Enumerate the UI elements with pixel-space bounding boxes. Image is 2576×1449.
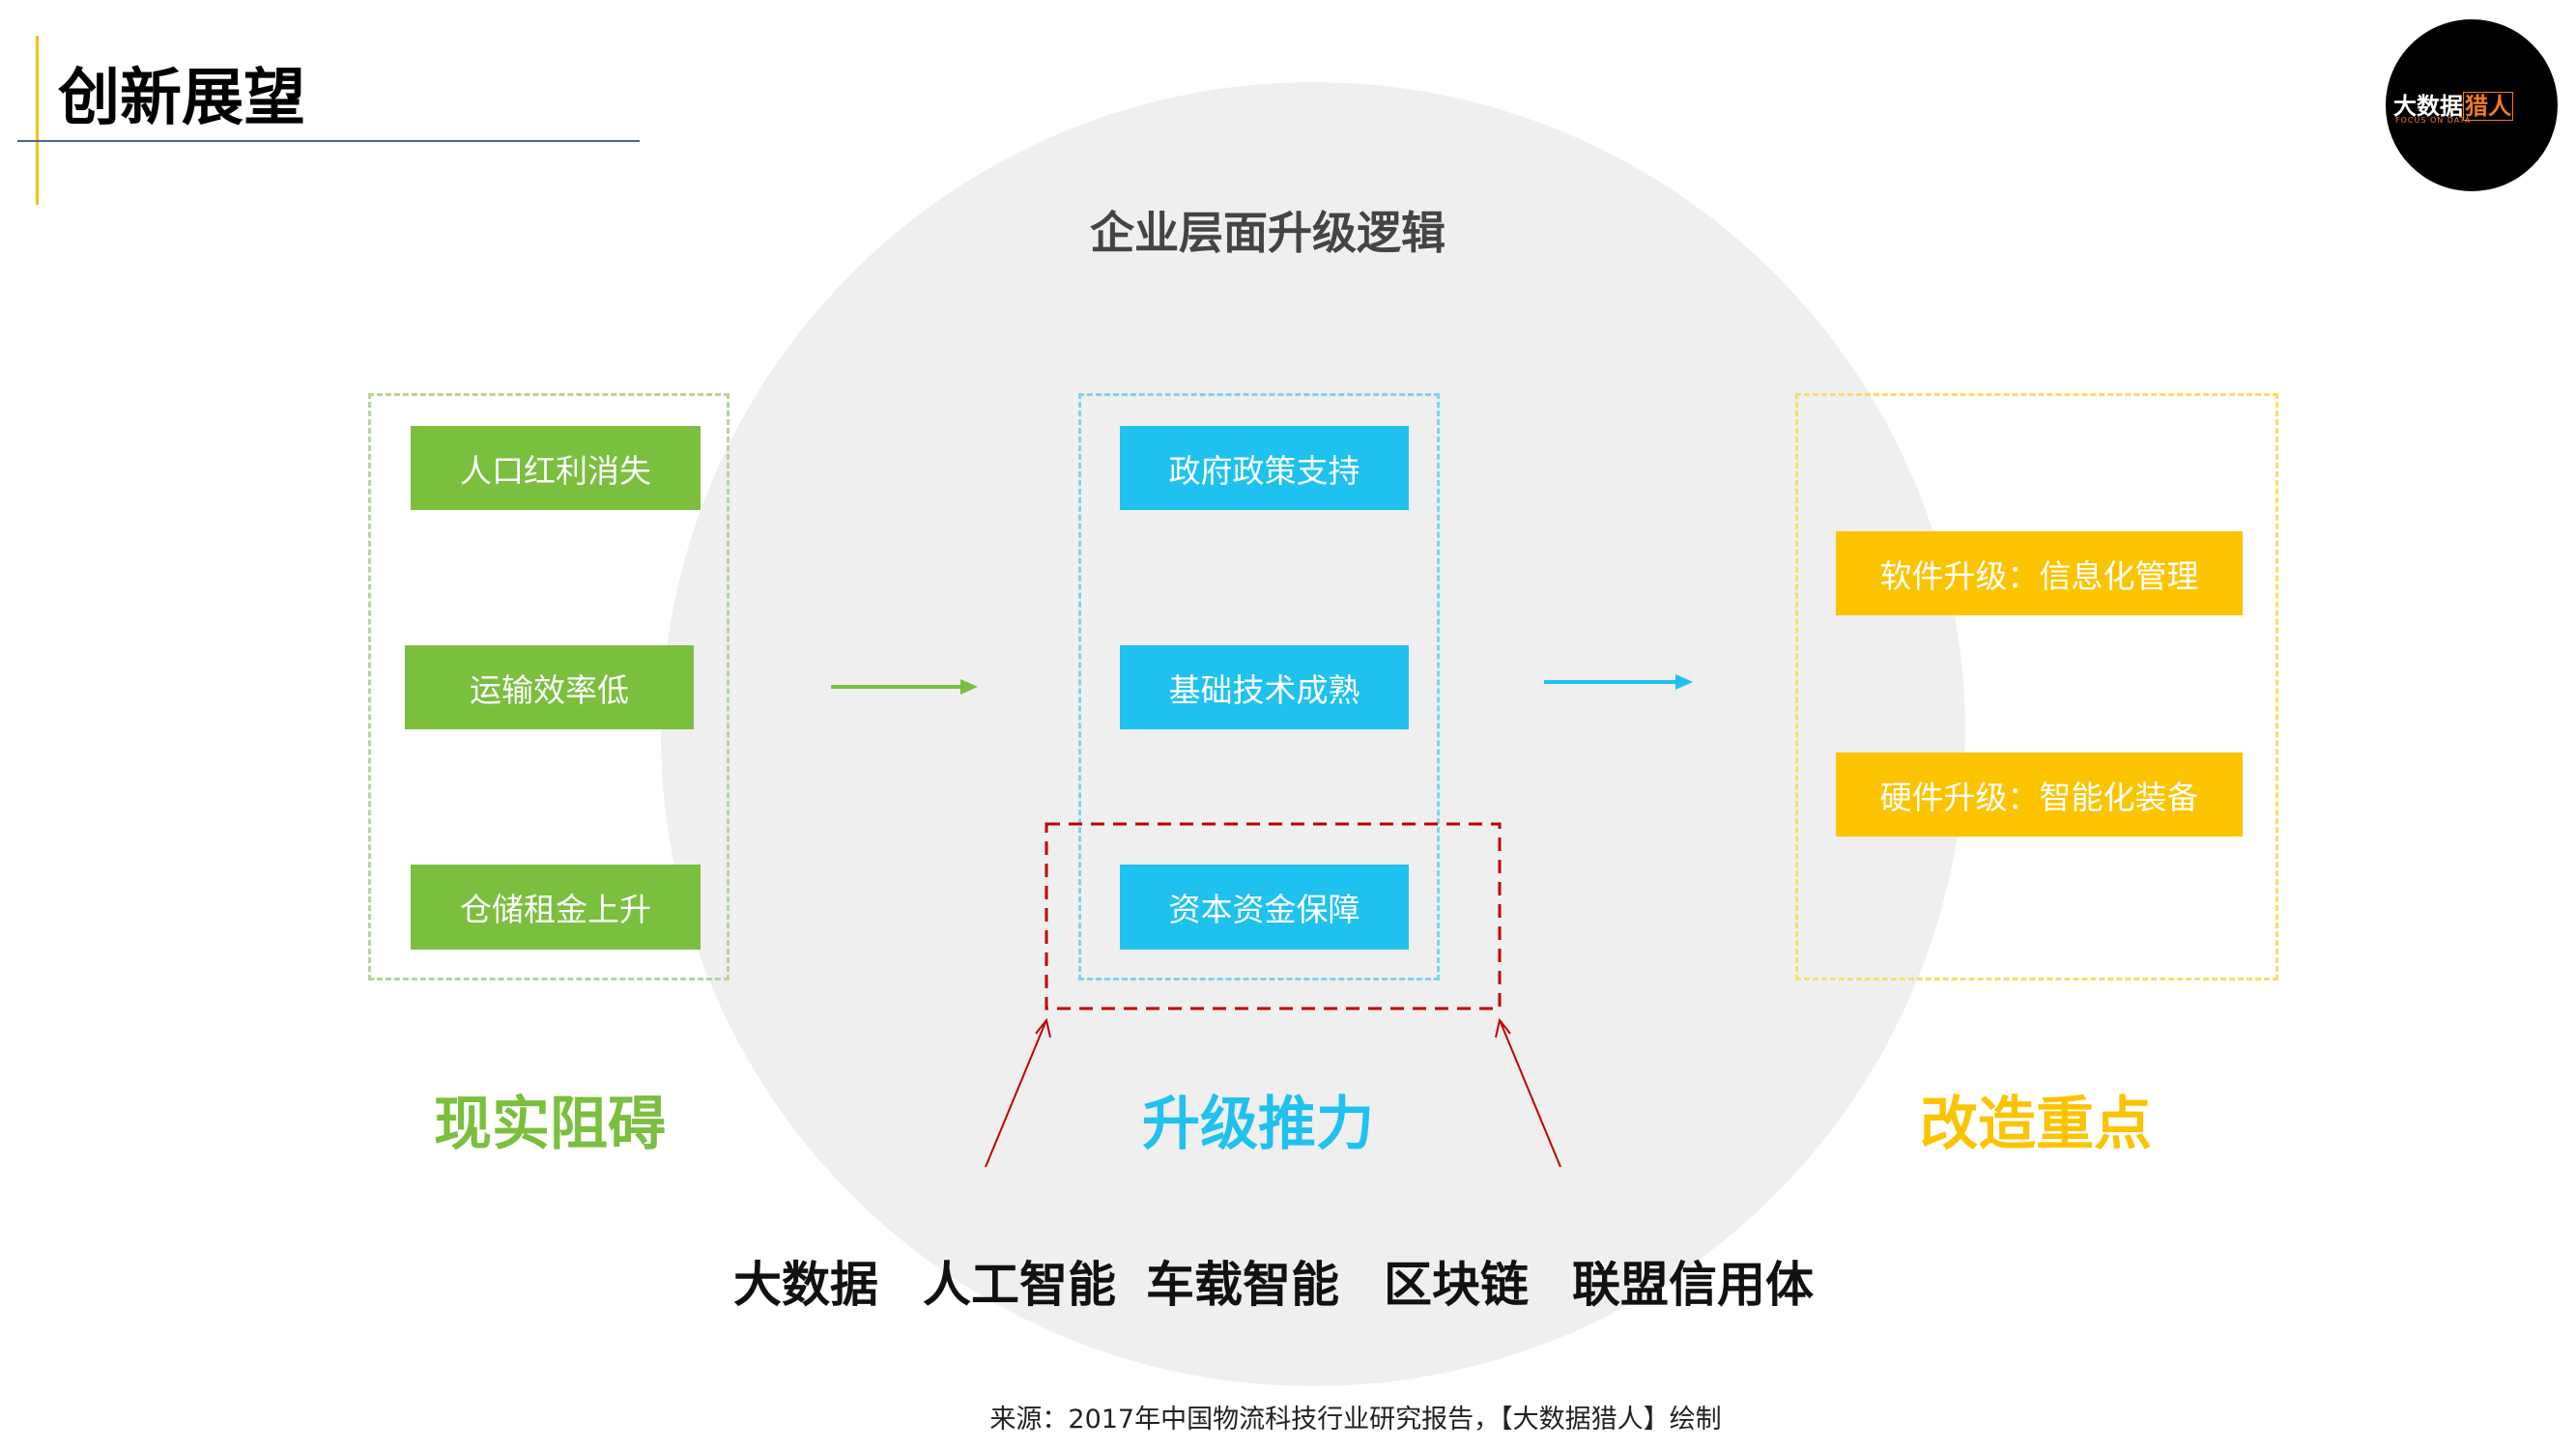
technology-item: 车载智能 — [1146, 1257, 1339, 1313]
driver-box: 政府政策支持 — [1120, 426, 1409, 510]
focus-box: 硬件升级：智能化装备 — [1836, 753, 2243, 837]
arrow-blue — [1544, 674, 1693, 690]
technology-item: 人工智能 — [923, 1257, 1116, 1313]
diagram-title: 企业层面升级逻辑 — [1090, 207, 1445, 259]
background-circle — [661, 82, 1965, 1386]
source-note: 来源：2017年中国物流科技行业研究报告，【大数据猎人】绘制 — [989, 1405, 1722, 1435]
technology-item: 区块链 — [1384, 1257, 1529, 1313]
title-accent-line — [36, 36, 39, 205]
highlight-box — [1045, 822, 1502, 1010]
logo-tagline: FOCUS ON DATA — [2395, 116, 2472, 125]
drivers-label: 升级推力 — [1142, 1091, 1374, 1158]
logo-text: 大数据 — [2393, 93, 2463, 120]
arrow-green — [831, 679, 978, 695]
obstacle-box: 人口红利消失 — [411, 426, 701, 510]
arrow-red-right — [1495, 1017, 1561, 1168]
obstacles-group — [368, 393, 730, 980]
drivers-group — [1078, 393, 1440, 980]
driver-box: 基础技术成熟 — [1120, 645, 1409, 729]
technology-item: 联盟信用体 — [1572, 1257, 1814, 1313]
technology-item: 大数据 — [733, 1257, 878, 1313]
driver-box: 资本资金保障 — [1120, 865, 1409, 950]
focus-group — [1795, 393, 2278, 980]
obstacle-box: 运输效率低 — [405, 645, 694, 729]
arrow-red-left — [985, 1017, 1051, 1168]
brand-logo: 大数据猎人 FOCUS ON DATA — [2386, 19, 2558, 191]
title-underline — [17, 140, 640, 142]
focus-label: 改造重点 — [1920, 1091, 2152, 1158]
page-title: 创新展望 — [58, 63, 305, 134]
obstacles-label: 现实阻碍 — [434, 1091, 666, 1158]
focus-box: 软件升级：信息化管理 — [1836, 531, 2243, 615]
logo-accent-text: 猎人 — [2463, 92, 2513, 121]
obstacle-box: 仓储租金上升 — [411, 865, 701, 950]
